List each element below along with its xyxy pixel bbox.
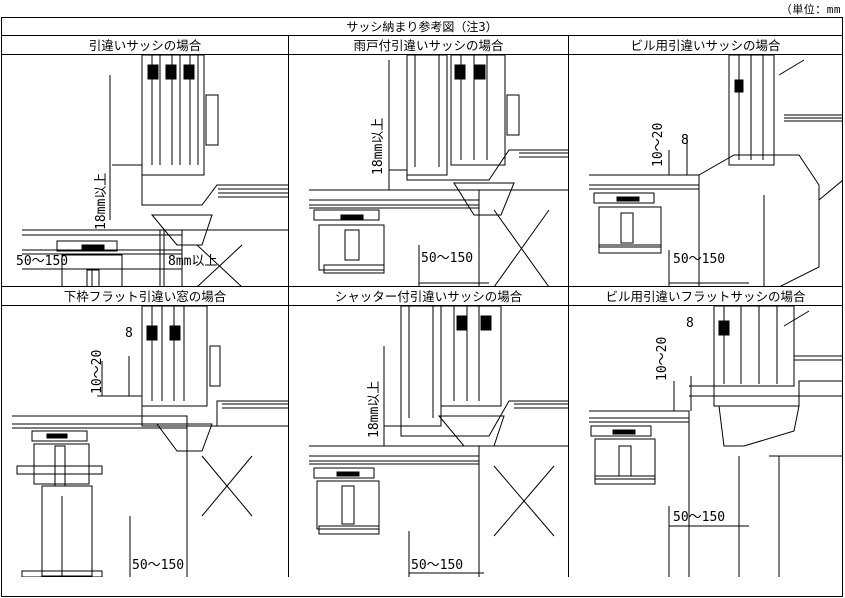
sash-section-svg	[309, 306, 568, 577]
dim-horizontal: 50～150	[673, 510, 726, 525]
dim-vertical: 18mm以上	[371, 117, 386, 175]
section-drawing: 18mm以上 50～150	[289, 306, 568, 577]
section-drawing: 18mm以上 50～150 8mm以上	[2, 55, 288, 287]
panel-row-1: 引違いサッシの場合	[2, 36, 842, 287]
panel-building-flat-sash: ビル用引違いフラットサッシの場合	[569, 287, 842, 577]
panel-flat-sill-window: 下枠フラット引違い窓の場合	[2, 287, 289, 577]
panel-building-sash: ビル用引違いサッシの場合	[569, 36, 842, 287]
dim-horizontal: 50～150	[411, 558, 464, 573]
section-drawing: 18mm以上 50～150	[289, 55, 568, 287]
panel-sliding-sash: 引違いサッシの場合	[2, 36, 289, 287]
dim-horizontal: 50～150	[673, 252, 726, 267]
dim-small: 8	[681, 133, 689, 148]
panel-row-2: 下枠フラット引違い窓の場合	[2, 287, 842, 577]
sash-section-svg	[589, 55, 842, 286]
panel-shutter-sash: シャッター付引違いサッシの場合	[289, 287, 569, 577]
panel-heading: 雨戸付引違いサッシの場合	[289, 36, 568, 55]
reference-sheet: サッシ納まり参考図（注3） 引違いサッシの場合	[1, 17, 843, 597]
panel-shutter-door-sash: 雨戸付引違いサッシの場合	[289, 36, 569, 287]
dim-vertical: 18mm以上	[94, 172, 109, 230]
panel-heading: ビル用引違いフラットサッシの場合	[569, 287, 842, 306]
panel-heading: シャッター付引違いサッシの場合	[289, 287, 568, 306]
dim-horizontal: 50～150	[421, 251, 474, 266]
dim-vertical: 10～20	[90, 349, 105, 394]
sash-section-svg	[22, 55, 288, 286]
dim-horizontal: 50～150	[16, 254, 69, 269]
section-drawing: 10～20 8 50～150	[2, 306, 288, 577]
sash-section-svg	[309, 55, 568, 286]
section-drawing: 10～20 8 50～150	[569, 306, 842, 577]
panel-heading: ビル用引違いサッシの場合	[569, 36, 842, 55]
sash-section-svg	[589, 306, 842, 577]
dim-vertical: 10～20	[655, 336, 670, 381]
dim-horizontal: 50～150	[132, 558, 185, 573]
section-drawing: 10～20 8 50～150	[569, 55, 842, 287]
unit-label: （単位：mm	[780, 3, 841, 16]
dim-vertical: 18mm以上	[367, 380, 382, 438]
sheet-title: サッシ納まり参考図（注3）	[2, 18, 842, 36]
dim-vertical: 10～20	[651, 122, 666, 167]
sash-section-svg	[12, 306, 288, 577]
dim-extra: 8mm以上	[168, 254, 218, 269]
dim-small: 8	[686, 316, 694, 331]
panel-heading: 引違いサッシの場合	[2, 36, 288, 55]
dim-small: 8	[125, 326, 133, 341]
panel-heading: 下枠フラット引違い窓の場合	[2, 287, 288, 306]
